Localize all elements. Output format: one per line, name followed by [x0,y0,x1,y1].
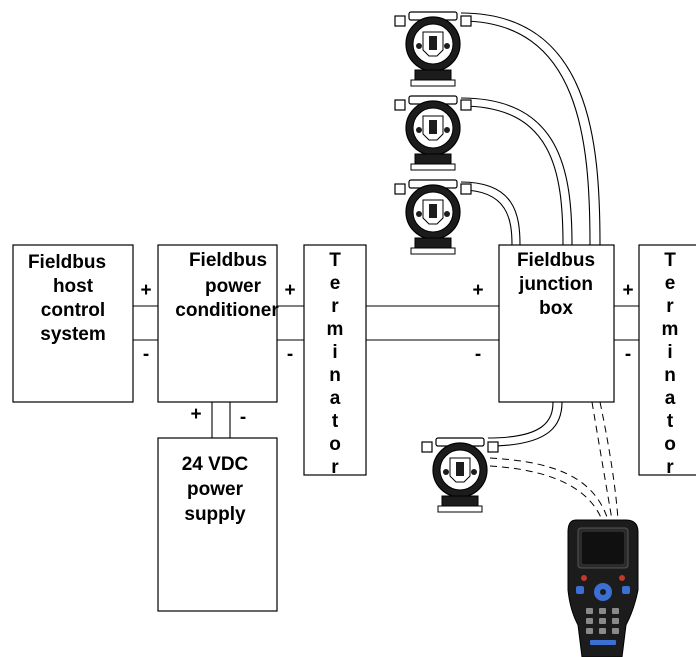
handheld-communicator-icon [567,519,639,657]
terminator-letter: e [330,273,341,294]
communicator-links [489,401,619,521]
transmitter-3-icon [394,179,472,255]
power-conditioner-box [157,244,278,403]
power-supply-box [157,437,278,612]
terminator-left-label: T e r m i n a t o r [327,250,344,478]
terminator-letter: t [332,411,339,432]
supply-label-line: 24 VDC [182,454,249,475]
trunk-wires [133,305,639,438]
terminator-letter: a [330,388,341,409]
conditioner-minus-mark: - [287,344,293,365]
spur-cables [460,12,601,447]
supply-minus-mark: - [240,407,246,428]
junction-box [498,244,615,403]
host-label-line: control [41,300,105,321]
conditioner-plus-mark: + [284,280,295,301]
trunk-minus-mark: - [475,344,481,365]
terminator-letter: T [329,250,341,271]
junction-label-line: Fieldbus [517,250,595,271]
junction-label: Fieldbus junction box [517,250,595,319]
terminator-letter: r [331,457,339,478]
conditioner-label: Fieldbus power conditioner [175,250,279,321]
host-label-line: system [40,324,106,345]
junction-label-line: junction [518,274,593,295]
polarity-marks: + - + - + - + - + - [140,280,633,428]
host-plus-mark: + [140,280,151,301]
terminator-letter: m [662,319,679,340]
terminator-left-box [303,244,367,476]
terminator-letter: a [665,388,676,409]
supply-label-line: supply [184,504,246,525]
terminator-letter: T [664,250,676,271]
host-label-line: Fieldbus [28,252,106,273]
host-control-system-box [12,244,134,403]
transmitter-4-icon [421,437,499,513]
trunk-plus-mark: + [472,280,483,301]
junction-minus-mark: - [625,344,631,365]
junction-label-line: box [539,298,573,319]
conditioner-label-line: power [205,276,262,297]
terminator-letter: m [327,319,344,340]
supply-label-line: power [187,479,244,500]
transmitter-2-icon [394,95,472,171]
terminator-letter: r [331,296,339,317]
conditioner-label-line: Fieldbus [189,250,267,271]
terminator-letter: r [666,457,674,478]
junction-plus-mark: + [622,280,633,301]
transmitter-1-icon [394,11,472,87]
terminator-letter: e [665,273,676,294]
supply-label: 24 VDC power supply [182,454,249,525]
supply-plus-mark: + [190,404,201,425]
host-label-line: host [53,276,94,297]
terminator-letter: o [329,434,341,455]
conditioner-label-line: conditioner [175,300,279,321]
terminator-right-label: T e r m i n a t o r [662,250,679,478]
terminator-letter: n [329,365,341,386]
host-minus-mark: - [143,344,149,365]
terminator-right-box [638,244,696,476]
terminator-letter: i [332,342,337,363]
host-label: Fieldbus host control system [28,252,106,345]
terminator-letter: o [664,434,676,455]
terminator-letter: r [666,296,674,317]
terminator-letter: i [667,342,672,363]
terminator-letter: t [667,411,674,432]
terminator-letter: n [664,365,676,386]
